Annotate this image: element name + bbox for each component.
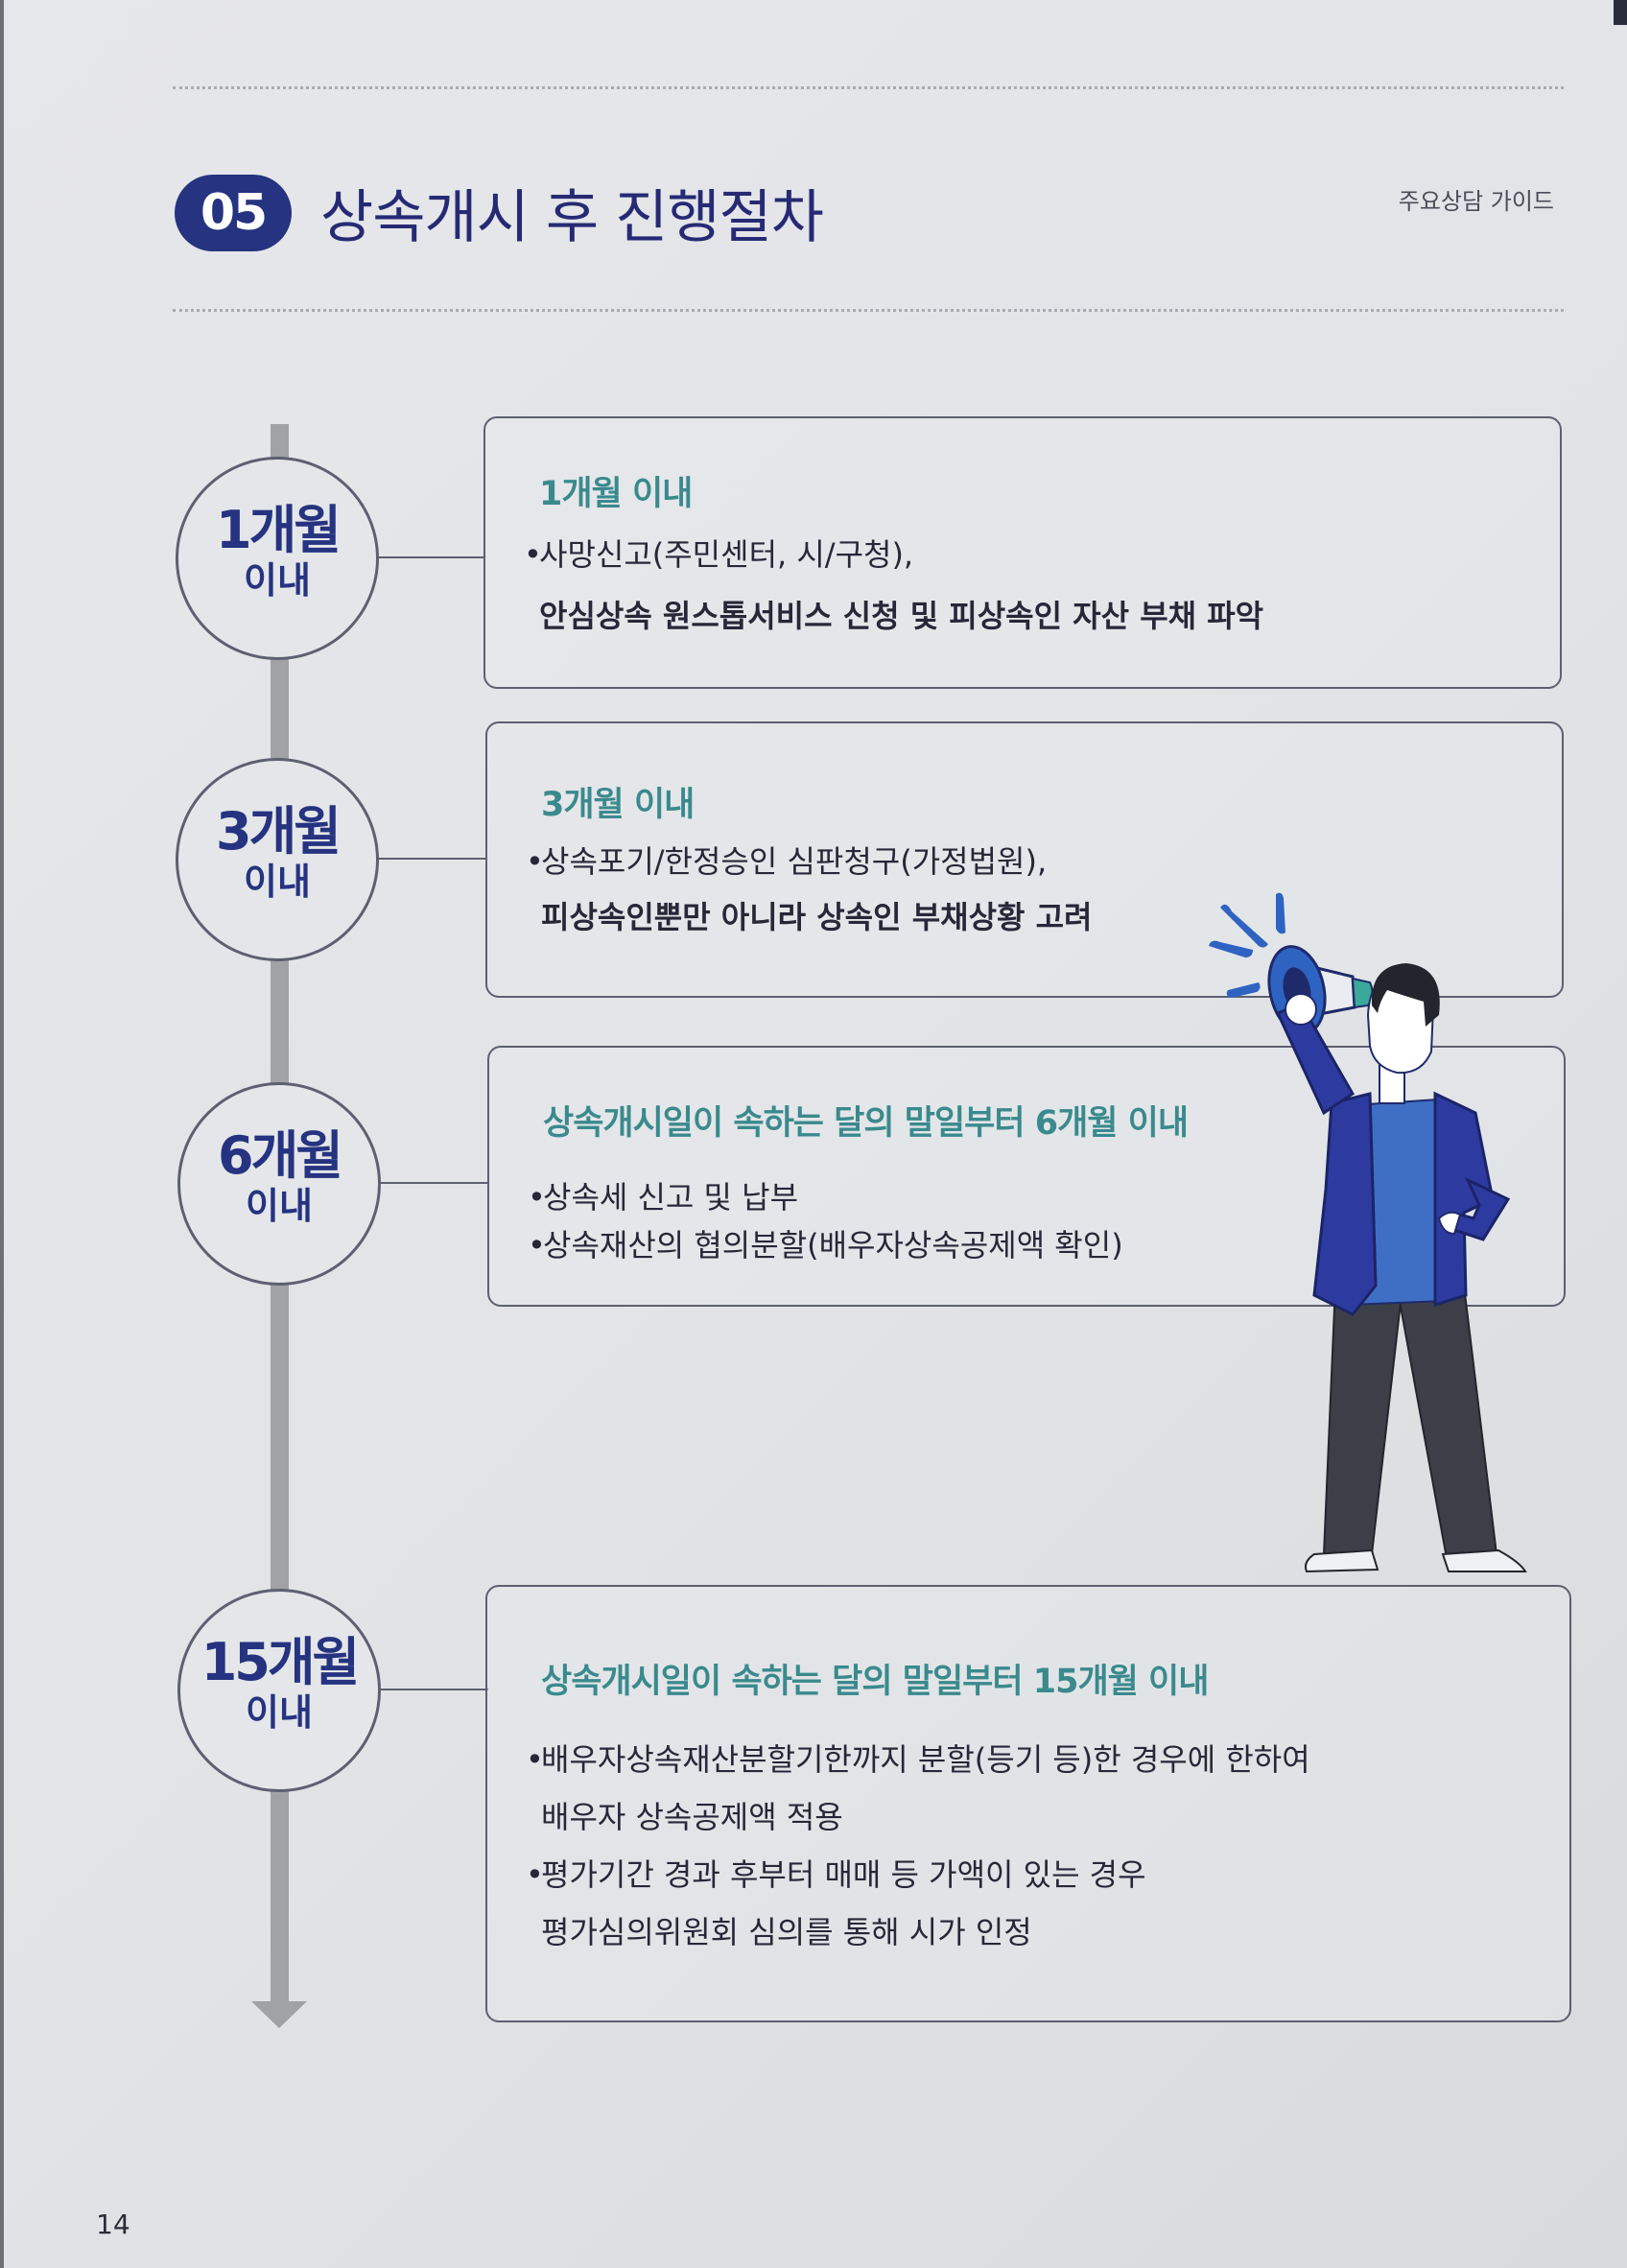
page-title: 상속개시 후 진행절차 <box>320 184 824 251</box>
step-item-continuation: 배우자 상속공제액 적용 <box>541 1799 843 1835</box>
step-box-3-months: 3개월 이내 • 상속포기/한정승인 심판청구(가정법원), 피상속인뿐만 아니… <box>485 721 1564 998</box>
step-item: • 배우자상속재산분할기한까지 분할(등기 등)한 경우에 한하여 <box>526 1738 1310 1781</box>
header-dotted-divider <box>173 309 1564 312</box>
bullet-icon: • <box>528 1227 546 1264</box>
timeline-node-6-months: 6개월 이내 <box>177 1082 381 1286</box>
step-item-continuation: 피상속인뿐만 아니라 상속인 부채상황 고려 <box>541 899 1093 935</box>
node-period: 15개월 <box>200 1632 361 1692</box>
node-period-suffix: 이내 <box>244 861 311 903</box>
node-period: 6개월 <box>218 1125 343 1186</box>
node-period-suffix: 이내 <box>246 1185 313 1227</box>
bullet-icon: • <box>526 843 544 880</box>
item-text: 사망신고(주민센터, 시/구청), <box>539 536 914 573</box>
step-item: • 상속재산의 협의분할(배우자상속공제액 확인) <box>528 1224 1123 1266</box>
step-item-continuation: 안심상속 원스톱서비스 신청 및 피상속인 자산 부채 파악 <box>539 598 1264 634</box>
section-number-badge: 05 <box>175 175 292 251</box>
page-edge <box>0 0 4 2268</box>
step-box-1-month: 1개월 이내 • 사망신고(주민센터, 시/구청), 안심상속 원스톱서비스 신… <box>483 416 1562 689</box>
step-title: 상속개시일이 속하는 달의 말일부터 15개월 이내 <box>541 1663 1209 1701</box>
page-number: 14 <box>96 2209 130 2240</box>
step-item-continuation: 평가심의위원회 심의를 통해 시가 인정 <box>541 1914 1032 1950</box>
connector-line <box>379 556 484 558</box>
person-figure <box>1275 963 1527 1573</box>
bullet-icon: • <box>526 1856 544 1893</box>
corner-tab <box>1614 0 1627 25</box>
item-text: 평가기간 경과 후부터 매매 등 가액이 있는 경우 <box>541 1856 1146 1893</box>
step-item: • 사망신고(주민센터, 시/구청), <box>524 533 914 576</box>
connector-line <box>379 858 486 860</box>
step-item: • 상속포기/한정승인 심판청구(가정법원), <box>526 840 1048 883</box>
item-text: 상속포기/한정승인 심판청구(가정법원), <box>541 843 1048 880</box>
top-dotted-divider <box>173 86 1564 89</box>
step-title: 3개월 이내 <box>541 786 695 824</box>
step-item: • 상속세 신고 및 납부 <box>528 1176 799 1218</box>
node-period: 3개월 <box>216 801 342 862</box>
timeline-node-1-month: 1개월 이내 <box>176 457 379 660</box>
item-text: 상속세 신고 및 납부 <box>543 1179 799 1216</box>
item-text: 배우자상속재산분할기한까지 분할(등기 등)한 경우에 한하여 <box>541 1741 1310 1778</box>
timeline-node-15-months: 15개월 이내 <box>177 1589 381 1792</box>
guide-label: 주요상담 가이드 <box>1398 188 1554 215</box>
node-period-suffix: 이내 <box>246 1691 313 1734</box>
node-period: 1개월 <box>216 500 342 560</box>
megaphone-icon <box>1267 945 1374 1035</box>
bullet-icon: • <box>524 536 542 573</box>
step-title: 1개월 이내 <box>539 475 693 513</box>
bullet-icon: • <box>528 1179 546 1216</box>
connector-line <box>381 1689 488 1690</box>
connector-line <box>381 1182 488 1184</box>
man-with-megaphone-illustration <box>1209 892 1527 1573</box>
timeline-node-3-months: 3개월 이내 <box>176 758 379 961</box>
step-item: • 평가기간 경과 후부터 매매 등 가액이 있는 경우 <box>526 1854 1146 1896</box>
sound-waves-icon <box>1209 892 1285 998</box>
item-text: 상속재산의 협의분할(배우자상속공제액 확인) <box>543 1227 1123 1264</box>
node-period-suffix: 이내 <box>244 559 311 602</box>
timeline-arrow-head <box>251 2001 307 2028</box>
step-box-15-months: 상속개시일이 속하는 달의 말일부터 15개월 이내 • 배우자상속재산분할기한… <box>485 1585 1571 2022</box>
step-title: 상속개시일이 속하는 달의 말일부터 6개월 이내 <box>543 1104 1189 1143</box>
bullet-icon: • <box>526 1741 544 1778</box>
